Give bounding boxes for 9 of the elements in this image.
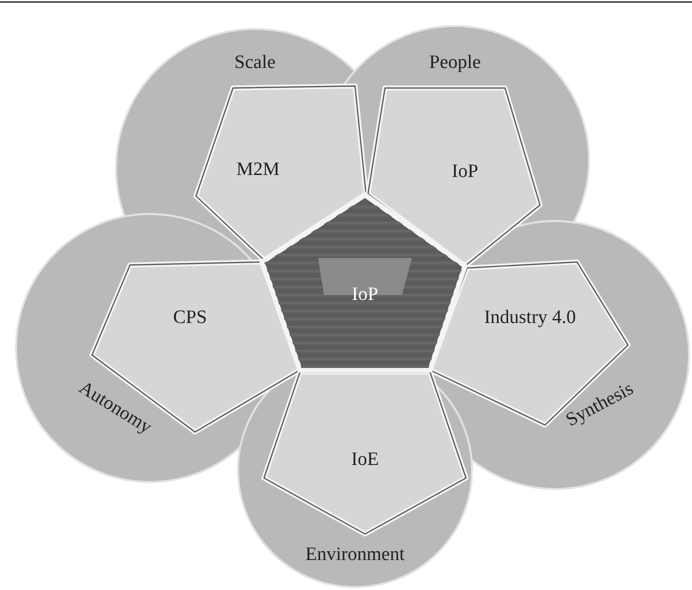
pentagon-label: IoP: [352, 284, 378, 306]
pentagon-label: CPS: [173, 307, 207, 329]
pentagon-label: IoP: [452, 161, 478, 183]
pentagon-label: Industry 4.0: [484, 307, 576, 329]
circle-label: People: [429, 52, 481, 74]
circle-label: Environment: [305, 544, 405, 566]
circle-label: Scale: [234, 52, 276, 74]
pentagon-label: M2M: [236, 159, 280, 181]
pentagon-label: IoE: [351, 449, 379, 471]
